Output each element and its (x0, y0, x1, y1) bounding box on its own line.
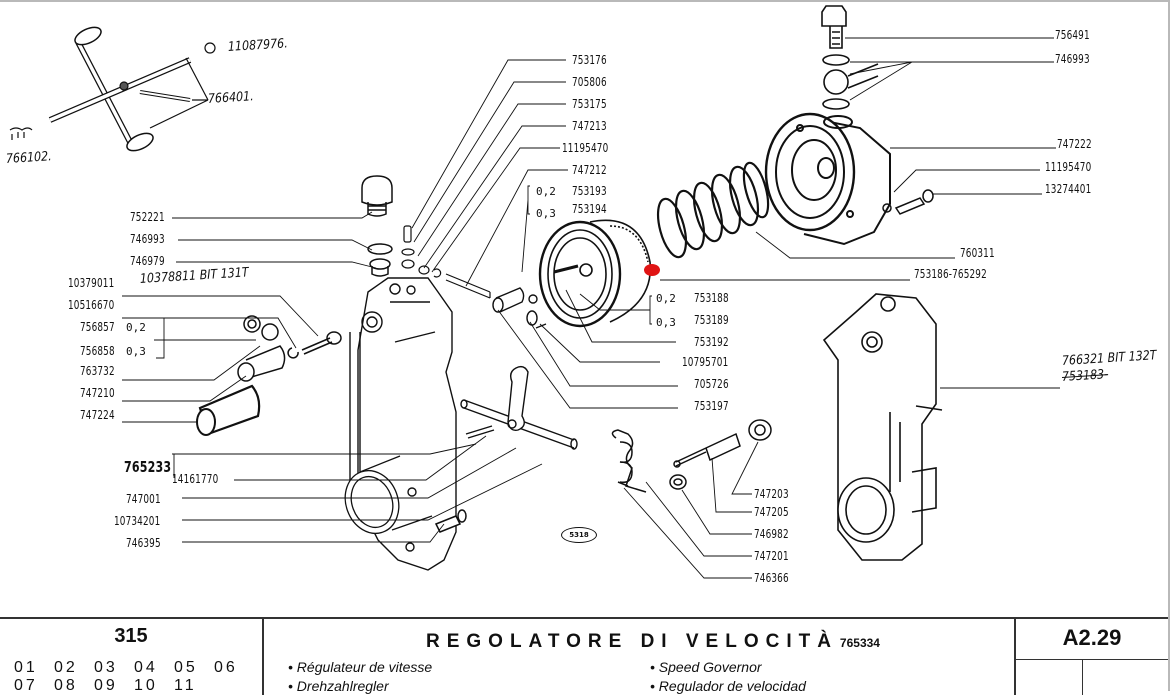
part-label: 746979 (130, 254, 165, 268)
translation-fr: • Régulateur de vitesse (288, 659, 433, 675)
part-label: 705806 (572, 75, 607, 89)
handwritten-housing-old: 753183- (1061, 367, 1109, 385)
part-label-765233: 765233 (124, 458, 172, 476)
tool-sketch (9, 26, 216, 152)
translation-en: • Speed Governor (650, 659, 762, 675)
model-number: 315 (114, 625, 148, 647)
part-label: 746982 (754, 527, 789, 541)
part-label: 746395 (126, 536, 161, 550)
page-reference: A2.29 (1062, 625, 1122, 650)
variant-code: 02 (54, 659, 78, 676)
part-label: 746993 (1055, 52, 1090, 66)
part-label: 753197 (694, 399, 729, 413)
variant-row-1: 01 02 03 04 05 06 (14, 659, 254, 677)
part-label: 756491 (1055, 28, 1090, 42)
left-small-parts (196, 315, 342, 436)
part-label: 760311 (960, 246, 995, 260)
handwritten-pin-number: 766102. (5, 149, 52, 167)
part-label: 746366 (754, 571, 789, 585)
shim-size: 0,2 (656, 292, 676, 305)
part-label: 753188 (694, 291, 729, 305)
governor-cover (764, 112, 891, 246)
governor-spring (656, 161, 770, 259)
bearing-ring (344, 455, 433, 535)
part-label: 756857 (80, 320, 115, 334)
part-label: 11195470 (562, 141, 609, 155)
part-label: 747212 (572, 163, 607, 177)
part-label: 746993 (130, 232, 165, 246)
variant-code: 08 (54, 677, 78, 694)
part-label: 13274401 (1045, 182, 1092, 196)
banjo-bolt (821, 5, 879, 110)
part-label: 747203 (754, 487, 789, 501)
part-label: 753186-765292 (914, 267, 987, 281)
variant-code: 04 (134, 659, 158, 676)
bolt-13274401 (882, 189, 934, 215)
part-label: 753192 (694, 335, 729, 349)
governor-housing-right (822, 293, 943, 561)
shim-size: 0,2 (126, 321, 146, 334)
part-label: 747213 (572, 119, 607, 133)
part-label: 753194 (572, 202, 607, 216)
title-block: 315 01 02 03 04 05 06 07 08 09 10 11 REGOLATORE D… (0, 617, 1168, 695)
assembly-code: 765334 (839, 636, 880, 650)
divider (1016, 659, 1168, 660)
flyweight-lever (460, 365, 578, 450)
part-label: 14161770 (172, 472, 219, 486)
part-label: 10795701 (682, 355, 729, 369)
handwritten-assembly-number: 766401. (207, 89, 254, 107)
shim-size: 0,3 (656, 316, 676, 329)
part-label: 753175 (572, 97, 607, 111)
page-title-text: REGOLATORE DI VELOCITÀ (426, 631, 838, 652)
washer-746979 (369, 258, 391, 270)
translation-es: • Regulador de velocidad (650, 678, 806, 694)
part-label: 747210 (80, 386, 115, 400)
exploded-diagram (9, 5, 1060, 579)
variant-codes: 01 02 03 04 05 06 07 08 09 10 11 (14, 659, 254, 695)
divider (1082, 659, 1083, 695)
variant-code: 07 (14, 677, 38, 694)
shim-size: 0,3 (126, 345, 146, 358)
part-label: 753189 (694, 313, 729, 327)
washer-746993 (367, 243, 393, 255)
variant-code: 09 (94, 677, 118, 694)
variant-code: 01 (14, 659, 38, 676)
part-label: 763732 (80, 364, 115, 378)
part-label: 10734201 (114, 514, 161, 528)
page-ref-cell: A2.29 (1016, 619, 1168, 695)
translation-de: • Drehzahlregler (288, 678, 389, 694)
red-marker (644, 264, 660, 276)
shim-size: 0,2 (536, 185, 556, 198)
variant-row-2: 07 08 09 10 11 (14, 677, 254, 695)
part-label: 756858 (80, 344, 115, 358)
part-label: 747205 (754, 505, 789, 519)
part-label: 10379011 (68, 276, 115, 290)
adjuster-cap (361, 175, 393, 217)
part-label: 705726 (694, 377, 729, 391)
part-label: 753193 (572, 184, 607, 198)
flyweight-drum (538, 219, 652, 328)
leader-lines (122, 37, 1060, 579)
photo-code-badge: 5318 (561, 527, 597, 543)
part-label: 747224 (80, 408, 115, 422)
part-label: 747222 (1057, 137, 1092, 151)
variant-code: 03 (94, 659, 118, 676)
variant-code: 11 (174, 677, 197, 694)
sleeve-parts (492, 287, 547, 329)
model-cell: 315 01 02 03 04 05 06 07 08 09 10 11 (0, 619, 264, 695)
part-label: 11195470 (1045, 160, 1092, 174)
shim-size: 0,3 (536, 207, 556, 220)
screw-746395 (434, 509, 467, 533)
part-label: 753176 (572, 53, 607, 67)
part-label: 752221 (130, 210, 165, 224)
part-label: 747001 (126, 492, 161, 506)
part-label: 10516670 (68, 298, 115, 312)
variant-code: 05 (174, 659, 198, 676)
variant-code: 06 (214, 659, 238, 676)
part-label: 747201 (754, 549, 789, 563)
adjusting-screw (611, 419, 772, 493)
variant-code: 10 (134, 677, 158, 694)
